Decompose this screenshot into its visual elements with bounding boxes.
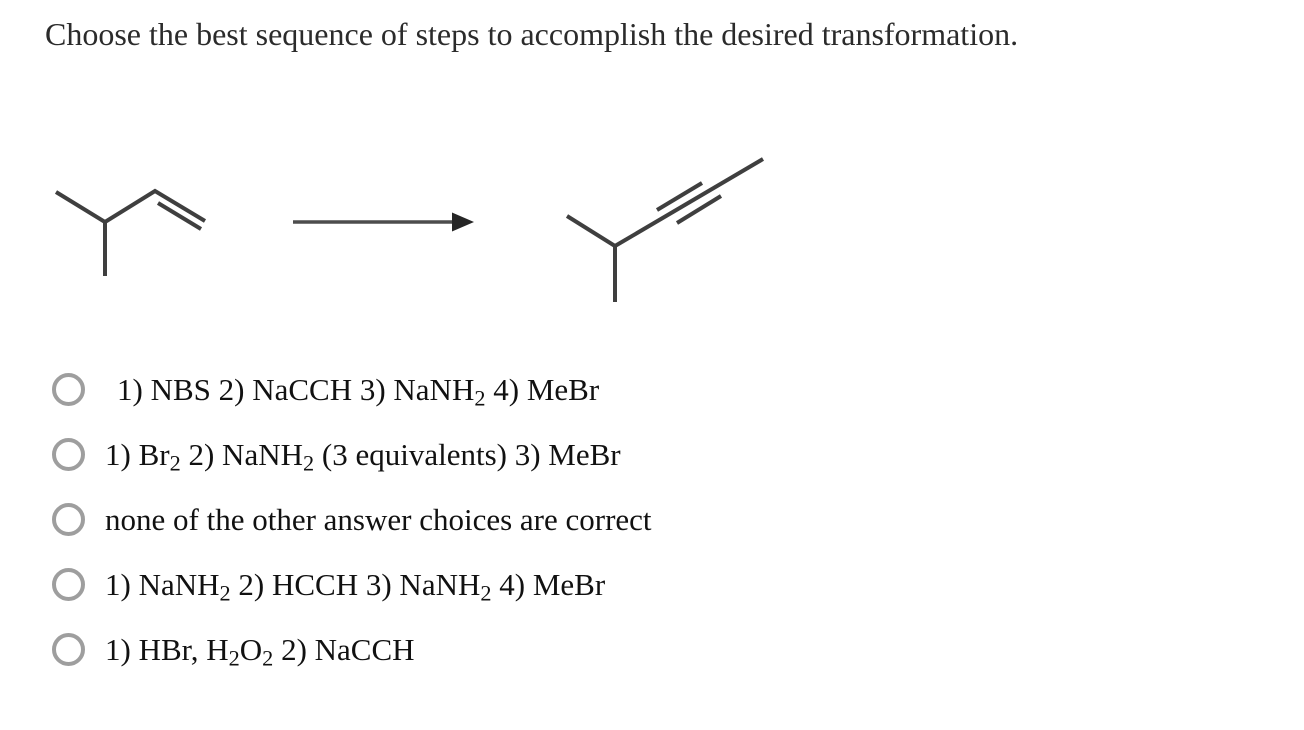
radio-button[interactable] <box>52 438 85 471</box>
answer-option-label[interactable]: none of the other answer choices are cor… <box>105 501 652 537</box>
answer-option-label[interactable]: 1) NaNH2 2) HCCH 3) NaNH2 4) MeBr <box>105 566 606 605</box>
radio-button[interactable] <box>52 373 85 406</box>
answer-options: 1) NBS 2) NaCCH 3) NaNH2 4) MeBr 1) Br2 … <box>52 357 652 682</box>
radio-button[interactable] <box>52 633 85 666</box>
radio-button[interactable] <box>52 568 85 601</box>
radio-button[interactable] <box>52 503 85 536</box>
reaction-arrow-icon <box>293 212 474 232</box>
answer-option-label[interactable]: 1) NBS 2) NaCCH 3) NaNH2 4) MeBr <box>117 371 600 410</box>
answer-option[interactable]: none of the other answer choices are cor… <box>52 487 652 552</box>
answer-option[interactable]: 1) HBr, H2O2 2) NaCCH <box>52 617 652 682</box>
answer-option-label[interactable]: 1) HBr, H2O2 2) NaCCH <box>105 631 415 670</box>
product-structure-icon <box>565 157 765 302</box>
question-prompt: Choose the best sequence of steps to acc… <box>45 16 1019 52</box>
answer-option-label[interactable]: 1) Br2 2) NaNH2 (3 equivalents) 3) MeBr <box>105 436 621 475</box>
answer-option[interactable]: 1) NaNH2 2) HCCH 3) NaNH2 4) MeBr <box>52 552 652 617</box>
answer-option[interactable]: 1) Br2 2) NaNH2 (3 equivalents) 3) MeBr <box>52 422 652 487</box>
answer-option[interactable]: 1) NBS 2) NaCCH 3) NaNH2 4) MeBr <box>52 357 652 422</box>
reactant-structure-icon <box>54 188 207 276</box>
reaction-scheme <box>54 157 765 302</box>
